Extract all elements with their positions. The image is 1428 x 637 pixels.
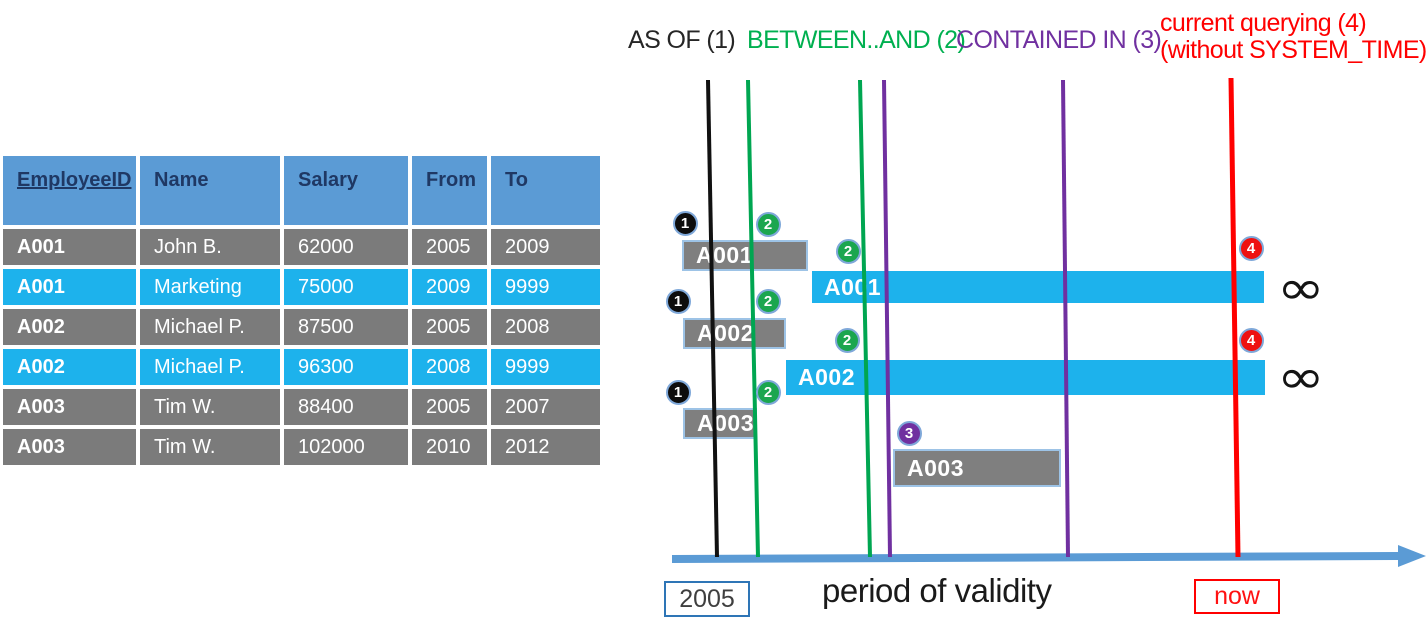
legend-item-label: BETWEEN..AND (2) [747, 26, 966, 54]
table-header-cell: To [491, 156, 600, 225]
between-and-marker-badge: 2 [755, 379, 781, 405]
bar-label: A002 [798, 364, 855, 390]
table-cell: A001 [3, 269, 136, 305]
table-header-cell: From [412, 156, 487, 225]
validity-bar-a003: A003 [893, 449, 1061, 487]
table-cell: 96300 [284, 349, 408, 385]
current-querying-marker-badge: 4 [1238, 327, 1264, 353]
table-cell: 2009 [491, 229, 600, 265]
legend-item-label: AS OF (1) [628, 26, 736, 54]
table-cell: A002 [3, 349, 136, 385]
table-cell: 2005 [412, 309, 487, 345]
contained-end-line [1061, 79, 1070, 558]
validity-bar-a002: A002 [683, 318, 786, 349]
between-end-line [858, 79, 872, 558]
table-header-cell: Name [140, 156, 280, 225]
table-cell: 2005 [412, 229, 487, 265]
table-cell: 62000 [284, 229, 408, 265]
table-cell: Tim W. [140, 429, 280, 465]
as-of-marker-badge: 1 [672, 210, 698, 236]
table-cell: 2008 [412, 349, 487, 385]
table-cell: 9999 [491, 349, 600, 385]
contained-start-line [882, 79, 892, 558]
table-cell: 2008 [491, 309, 600, 345]
time-axis-arrowhead [1398, 545, 1426, 567]
table-cell: 88400 [284, 389, 408, 425]
table-cell: 2010 [412, 429, 487, 465]
table-cell: John B. [140, 229, 280, 265]
legend-item-label: (without SYSTEM_TIME) [1160, 36, 1427, 64]
table-header-cell: Salary [284, 156, 408, 225]
current-querying-marker-badge: 4 [1238, 235, 1264, 261]
between-and-marker-badge: 2 [755, 288, 781, 314]
as-of-marker-badge: 1 [665, 379, 691, 405]
table-cell: A001 [3, 229, 136, 265]
axis-title: period of validity [822, 572, 1052, 609]
between-and-marker-badge: 2 [834, 327, 860, 353]
table-cell: Michael P. [140, 309, 280, 345]
legend-item-as-of: AS OF (1) [628, 26, 736, 54]
table-cell: 102000 [284, 429, 408, 465]
table-cell: 2009 [412, 269, 487, 305]
validity-bar-a001: A001 [682, 240, 808, 271]
table-cell: 2005 [412, 389, 487, 425]
now-label: now [1214, 582, 1260, 610]
current-validity-bar-a001: A001 [812, 271, 1264, 303]
table-cell: Michael P. [140, 349, 280, 385]
table-cell: 87500 [284, 309, 408, 345]
legend-item-contained-in: CONTAINED IN (3) [956, 26, 1162, 54]
bar-label: A003 [697, 410, 754, 436]
table-cell: Marketing [140, 269, 280, 305]
table-cell: A003 [3, 429, 136, 465]
start-year-box: 2005 [664, 581, 750, 617]
table-cell: 75000 [284, 269, 408, 305]
legend-item-label: CONTAINED IN (3) [956, 26, 1162, 54]
table-cell: Tim W. [140, 389, 280, 425]
table-header-cell: EmployeeID [3, 156, 136, 225]
between-and-marker-badge: 2 [835, 238, 861, 264]
legend-item-label: current querying (4) [1160, 9, 1367, 37]
between-and-marker-badge: 2 [755, 211, 781, 237]
as-of-marker-badge: 1 [665, 288, 691, 314]
table-cell: 2007 [491, 389, 600, 425]
table-cell: 2012 [491, 429, 600, 465]
table-cell: A002 [3, 309, 136, 345]
now-line [1228, 77, 1241, 558]
validity-bar-a003: A003 [683, 408, 757, 439]
bar-label: A001 [824, 273, 881, 300]
time-axis [671, 552, 1399, 563]
contained-in-marker-badge: 3 [896, 420, 922, 446]
legend-item-current-querying: current querying (4)(without SYSTEM_TIME… [1160, 10, 1427, 64]
table-cell: 9999 [491, 269, 600, 305]
current-validity-bar-a002: A002 [786, 360, 1265, 395]
bar-label: A002 [697, 320, 754, 346]
now-box: now [1194, 579, 1280, 614]
bar-label: A001 [696, 242, 753, 268]
legend-item-between-and: BETWEEN..AND (2) [747, 26, 966, 54]
infinity-symbol: ∞ [1276, 349, 1325, 405]
infinity-symbol: ∞ [1276, 260, 1325, 316]
table-cell: A003 [3, 389, 136, 425]
bar-label: A003 [907, 454, 964, 481]
start-year-label: 2005 [679, 584, 735, 613]
